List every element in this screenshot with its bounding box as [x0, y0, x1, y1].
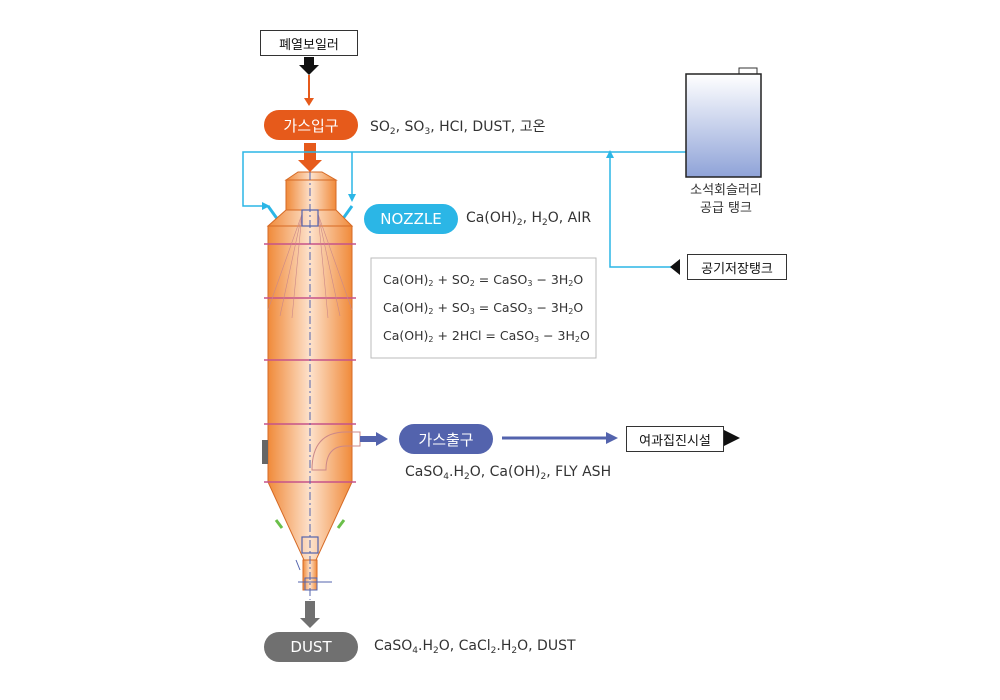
slurry-tank-label: 소석회슬러리 공급 탱크 [690, 183, 762, 216]
air-tank-label: 공기저장탱크 [687, 254, 787, 280]
dust-arrow [305, 601, 315, 619]
spray-dryer-vessel [262, 171, 361, 600]
filter-label: 여과집진시설 [626, 426, 724, 452]
outlet-to-filter-head [606, 432, 618, 444]
gas-inlet-pill: 가스입구 [264, 110, 358, 140]
outlet-arrow-short-head [376, 432, 388, 446]
dust-pill: DUST [264, 632, 358, 662]
boiler-label: 폐열보일러 [260, 30, 358, 56]
equations-panel [370, 257, 597, 359]
inlet-arrow-head [304, 98, 314, 106]
air-line-head [606, 150, 614, 158]
slurry-line-left-head [262, 202, 270, 210]
dust-arrow-head [300, 618, 320, 628]
air-tank-arrow [670, 259, 680, 275]
gas-outlet-pill: 가스출구 [399, 424, 493, 454]
inlet-note: SO2, SO3, HCI, DUST, 고온 [370, 119, 546, 137]
nozzle-pill: NOZZLE [364, 204, 458, 234]
slurry-line [242, 151, 690, 207]
vessel-feed-arrow-head [298, 160, 322, 172]
outlet-note: CaSO4.H2O, Ca(OH)2, FLY ASH [405, 464, 612, 482]
equation-2: Ca(OH)2 + SO3 = CaSO3 − 3H2O [383, 300, 584, 316]
outlet-arrow-short [360, 436, 378, 442]
slurry-tank-cap [738, 67, 758, 75]
boiler-arrow-black [304, 57, 314, 65]
slurry-line-right-head [348, 194, 356, 202]
slurry-tank [685, 73, 762, 178]
equation-3: Ca(OH)2 + 2HCl = CaSO3 − 3H2O [383, 328, 590, 344]
boiler-arrow-black-head [299, 65, 319, 75]
equation-1: Ca(OH)2 + SO2 = CaSO3 − 3H2O [383, 272, 584, 288]
air-line [609, 156, 680, 268]
dust-note: CaSO4.H2O, CaCl2.H2O, DUST [374, 638, 576, 656]
nozzle-left [266, 205, 280, 221]
filter-exit-arrow [724, 430, 740, 446]
nozzle-note: Ca(OH)2, H2O, AIR [466, 210, 592, 228]
